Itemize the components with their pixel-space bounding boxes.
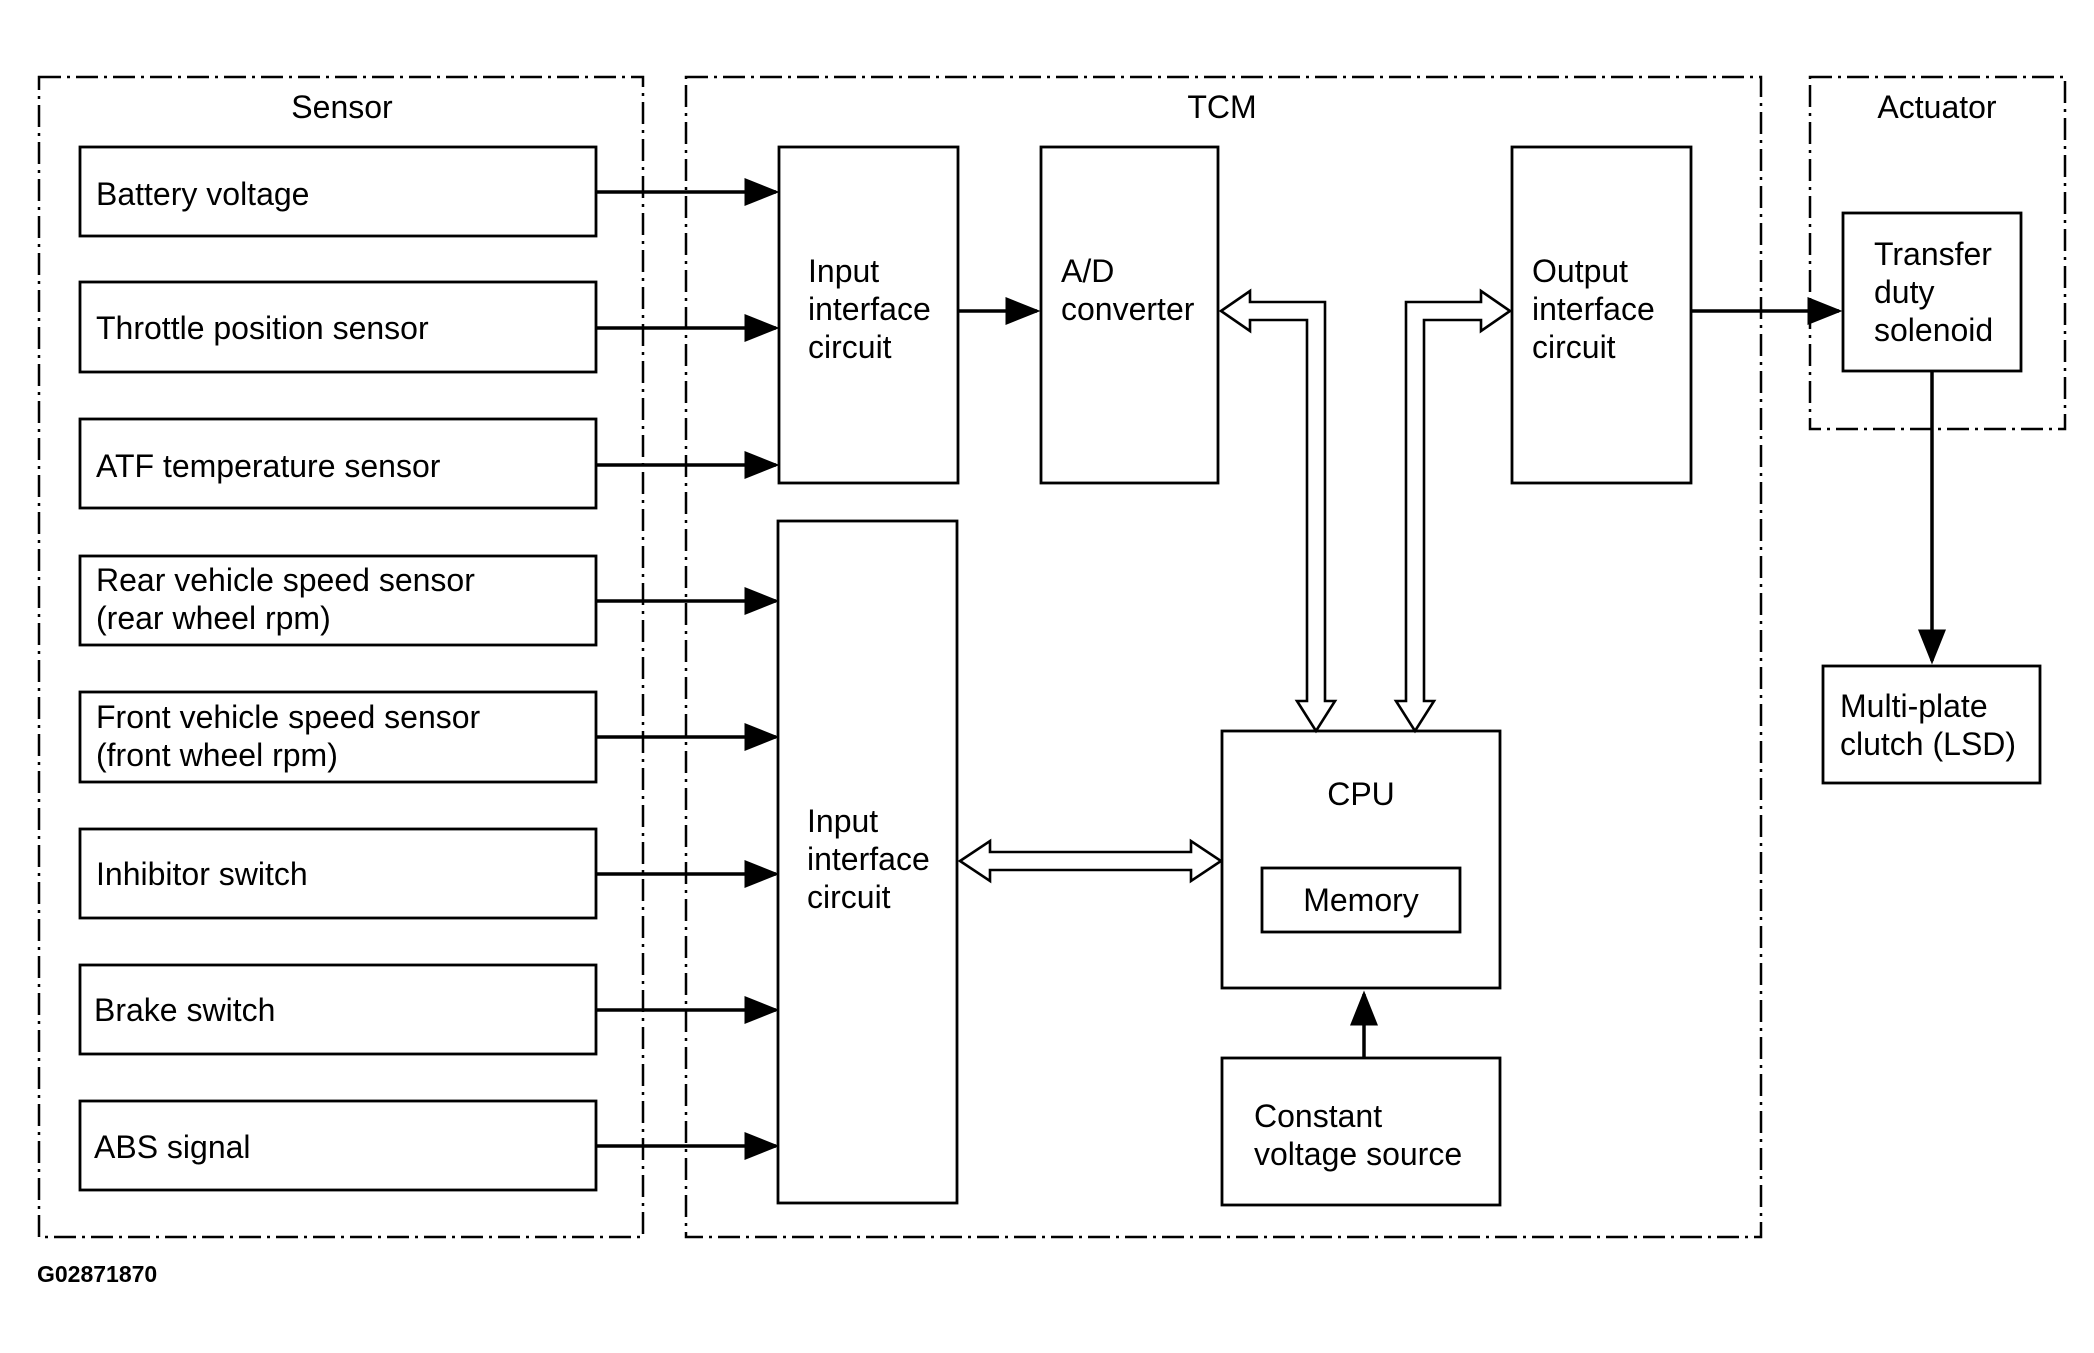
svg-text:Transfer: Transfer [1874, 236, 1992, 272]
svg-text:solenoid: solenoid [1874, 312, 1993, 348]
bus-output-cpu [1393, 288, 1513, 734]
input-interface-circuit-lower: Input interface circuit [776, 519, 959, 1205]
sensor-front-vehicle-speed: Front vehicle speed sensor (front wheel … [78, 690, 598, 784]
svg-text:Input: Input [808, 253, 879, 289]
svg-text:interface: interface [807, 841, 930, 877]
memory-label: Memory [1303, 882, 1419, 918]
svg-text:circuit: circuit [1532, 329, 1616, 365]
sensor-signal-arrows [596, 178, 780, 1160]
sensor-battery-voltage: Battery voltage [78, 145, 598, 238]
svg-text:Multi-plate: Multi-plate [1840, 688, 1988, 724]
svg-text:Constant: Constant [1254, 1098, 1382, 1134]
sensor-sublabel: (rear wheel rpm) [96, 600, 331, 636]
svg-text:Input: Input [807, 803, 878, 839]
constant-voltage-source: Constant voltage source [1220, 1056, 1502, 1207]
svg-text:clutch (LSD): clutch (LSD) [1840, 726, 2016, 762]
ad-converter: A/D converter [1039, 145, 1220, 485]
sensor-inhibitor-switch: Inhibitor switch [78, 827, 598, 920]
transfer-duty-solenoid: Transfer duty solenoid [1841, 211, 2023, 373]
svg-text:A/D: A/D [1061, 253, 1114, 289]
sensor-brake-switch: Brake switch [78, 963, 598, 1056]
sensor-rear-vehicle-speed: Rear vehicle speed sensor (rear wheel rp… [78, 554, 598, 647]
svg-text:circuit: circuit [807, 879, 891, 915]
output-interface-circuit: Output interface circuit [1510, 145, 1693, 485]
sensor-group-title: Sensor [291, 89, 393, 125]
svg-text:interface: interface [1532, 291, 1655, 327]
sensor-abs-signal: ABS signal [78, 1099, 598, 1192]
figure-id: G02871870 [37, 1261, 157, 1287]
svg-text:Output: Output [1532, 253, 1628, 289]
sensor-atf-temperature: ATF temperature sensor [78, 417, 598, 510]
sensor-group-frame [37, 75, 645, 1239]
sensor-label: Rear vehicle speed sensor [96, 562, 475, 598]
cpu-label: CPU [1327, 776, 1395, 812]
sensor-label: Brake switch [94, 992, 275, 1028]
sensor-label: Throttle position sensor [96, 310, 429, 346]
svg-text:duty: duty [1874, 274, 1934, 310]
bus-input-cpu [957, 838, 1224, 884]
memory-block: Memory [1260, 866, 1462, 934]
input-interface-circuit-upper: Input interface circuit [777, 145, 960, 485]
svg-text:interface: interface [808, 291, 931, 327]
sensor-throttle-position: Throttle position sensor [78, 280, 598, 374]
actuator-group-frame [1808, 75, 2067, 431]
sensor-label: Front vehicle speed sensor [96, 699, 481, 735]
sensor-label: ABS signal [94, 1129, 251, 1165]
tcm-group-title: TCM [1187, 89, 1256, 125]
cpu-block: CPU Memory [1220, 729, 1502, 990]
svg-text:voltage source: voltage source [1254, 1136, 1462, 1172]
multi-plate-clutch: Multi-plate clutch (LSD) [1821, 664, 2042, 785]
sensor-label: Battery voltage [96, 176, 309, 212]
tcm-group-frame [684, 75, 1763, 1239]
actuator-group-title: Actuator [1877, 89, 1997, 125]
svg-text:converter: converter [1061, 291, 1195, 327]
svg-text:circuit: circuit [808, 329, 892, 365]
sensor-sublabel: (front wheel rpm) [96, 737, 338, 773]
bus-ad-cpu [1218, 288, 1338, 734]
sensor-label: Inhibitor switch [96, 856, 308, 892]
sensor-label: ATF temperature sensor [96, 448, 441, 484]
